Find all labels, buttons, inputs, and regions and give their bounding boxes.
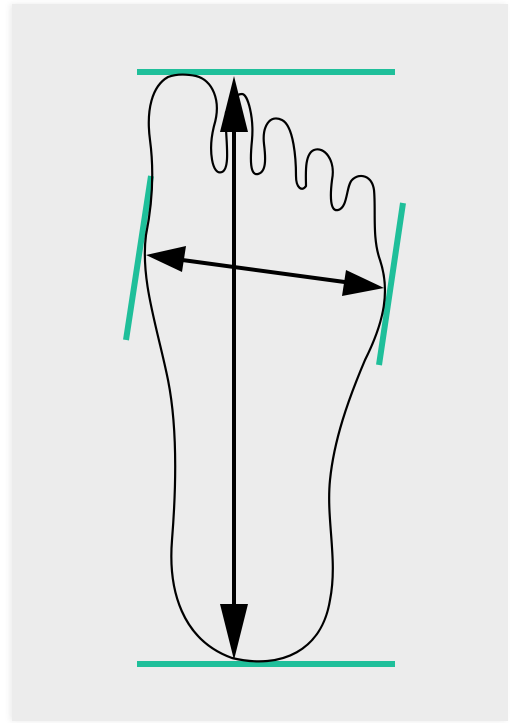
right-guide-line [379, 203, 403, 365]
length-arrow-icon [220, 76, 248, 660]
width-arrow-icon [146, 246, 384, 296]
left-guide-line [126, 176, 151, 340]
foot-outline [145, 75, 385, 662]
